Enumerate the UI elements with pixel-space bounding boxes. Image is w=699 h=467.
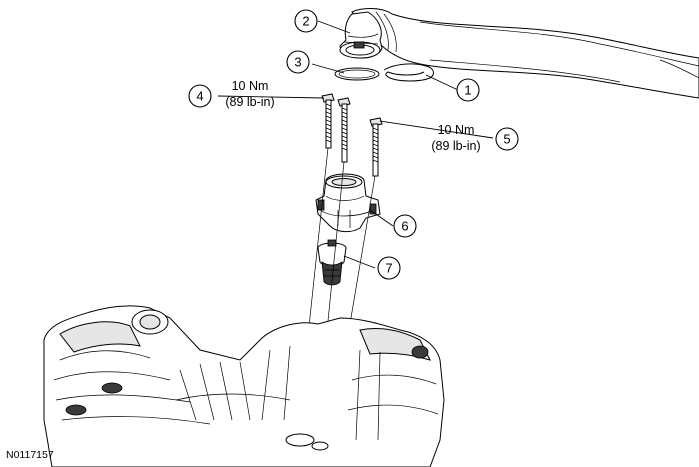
svg-text:1: 1: [464, 83, 471, 98]
callout-7: 7: [377, 256, 401, 280]
svg-text:2: 2: [302, 14, 309, 29]
thermostat: [317, 239, 347, 286]
bolts-4: [321, 93, 351, 163]
svg-text:7: 7: [385, 261, 392, 276]
callout-2: 2: [294, 9, 318, 33]
svg-text:6: 6: [401, 219, 408, 234]
torque-spec-4: 10 Nm (89 lb-in): [225, 79, 274, 109]
callout-4: 4: [188, 84, 212, 108]
callout-1: 1: [456, 78, 480, 102]
hose-coupling: [339, 11, 383, 59]
thermostat-housing: [315, 173, 381, 233]
torque-5-metric: 10 Nm: [438, 123, 475, 137]
callout-3: 3: [286, 50, 310, 74]
leader-lines: [217, 20, 494, 269]
torque-spec-5: 10 Nm (89 lb-in): [431, 123, 480, 153]
callout-6: 6: [393, 214, 417, 238]
callout-5: 5: [495, 127, 519, 151]
retaining-clip: [383, 63, 434, 82]
intake-manifold: [43, 305, 445, 467]
figure-id: N0117157: [6, 449, 54, 461]
svg-text:4: 4: [196, 89, 203, 104]
torque-4-metric: 10 Nm: [232, 79, 269, 93]
svg-text:3: 3: [294, 55, 301, 70]
upper-hose: [351, 8, 699, 99]
torque-5-imperial: (89 lb-in): [431, 139, 480, 153]
torque-4-imperial: (89 lb-in): [225, 95, 274, 109]
svg-text:5: 5: [503, 132, 510, 147]
bolt-5: [369, 117, 383, 177]
